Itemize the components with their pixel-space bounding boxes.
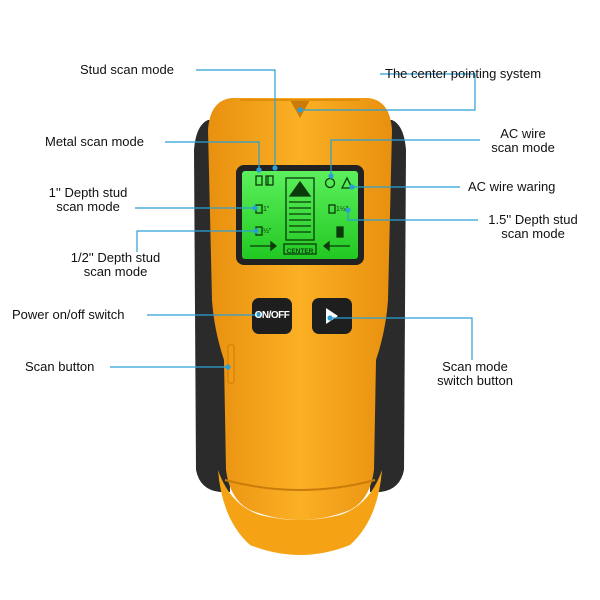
- label-scan-button: Scan button: [25, 359, 95, 374]
- device-foot: [218, 470, 382, 555]
- label-depth-15-line1: 1.5'' Depth stud: [488, 212, 578, 227]
- label-scan-mode-switch-line1: Scan mode: [442, 359, 508, 374]
- on-off-button[interactable]: ON/OFF: [254, 310, 290, 321]
- lcd-depth-1-text: 1": [263, 206, 270, 213]
- label-metal-scan-mode: Metal scan mode: [45, 134, 144, 149]
- label-depth-15: 1.5'' Depth stud scan mode: [478, 213, 588, 241]
- lcd-depth-half-text: ½": [263, 228, 272, 235]
- label-ac-wire-scan-mode: AC wire scan mode: [478, 127, 568, 155]
- label-ac-wire-line1: AC wire: [500, 126, 546, 141]
- label-stud-scan-mode: Stud scan mode: [80, 62, 174, 77]
- scan-mode-switch-button[interactable]: [312, 298, 352, 334]
- label-depth-1-line2: scan mode: [56, 199, 120, 214]
- device-body: [208, 98, 392, 520]
- scan-button[interactable]: [228, 345, 234, 383]
- label-center-pointing: The center pointing system: [385, 66, 542, 81]
- label-ac-wire-line2: scan mode: [491, 140, 555, 155]
- label-scan-mode-switch-line2: switch button: [437, 373, 513, 388]
- label-depth-half: 1/2'' Depth stud scan mode: [58, 251, 173, 279]
- label-depth-half-line1: 1/2'' Depth stud: [70, 250, 161, 265]
- label-scan-mode-switch: Scan mode switch button: [420, 360, 530, 388]
- label-power-switch: Power on/off switch: [12, 307, 125, 322]
- label-depth-1-line1: 1'' Depth stud: [48, 185, 128, 200]
- lcd-center-text: CENTER: [286, 248, 314, 255]
- leader-lines: [110, 69, 480, 370]
- label-ac-wire-warning: AC wire waring: [468, 179, 556, 194]
- on-off-button-shape: [252, 298, 292, 334]
- label-depth-15-line2: scan mode: [501, 226, 565, 241]
- lcd-depth-15-text: 1½": [336, 206, 349, 213]
- label-depth-half-line2: scan mode: [83, 264, 148, 279]
- lcd-contents: [250, 175, 354, 255]
- side-scan-button: [227, 344, 235, 384]
- label-depth-1: 1'' Depth stud scan mode: [38, 186, 138, 214]
- lcd-screen: [242, 171, 358, 259]
